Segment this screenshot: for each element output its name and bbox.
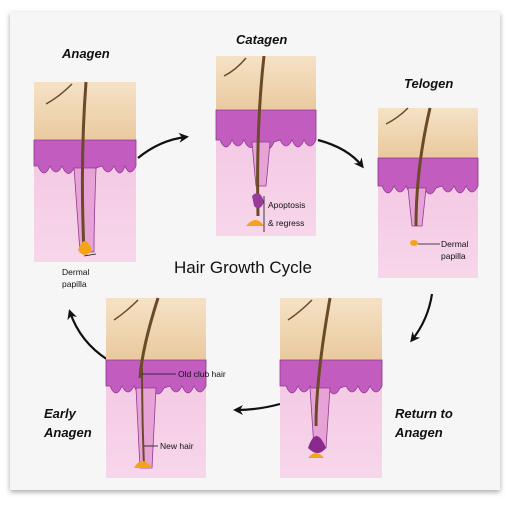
annotation-telogen-dermal-papilla-line1: Dermal bbox=[441, 239, 469, 249]
annotation-new-hair-text: New hair bbox=[160, 441, 194, 451]
cycle-arrows bbox=[67, 132, 434, 415]
annotation-anagen-dermal-papilla: Dermal papilla bbox=[62, 253, 97, 289]
stage-title-anagen: Anagen bbox=[61, 46, 110, 61]
arrow-anagen-to-catagen bbox=[137, 132, 189, 159]
stage-title-early-line2: Anagen bbox=[43, 425, 92, 440]
stage-title-catagen: Catagen bbox=[236, 32, 287, 47]
annotation-telogen-dermal-papilla: Dermal papilla bbox=[418, 239, 469, 261]
diagram-title: Hair Growth Cycle bbox=[174, 258, 312, 277]
panel-return-to-anagen bbox=[279, 297, 383, 478]
annotation-catagen-apoptosis-line2: & regress bbox=[268, 218, 304, 228]
annotation-anagen-dermal-papilla-line2: papilla bbox=[62, 279, 87, 289]
panel-anagen bbox=[33, 81, 137, 262]
arrow-return-to-early bbox=[233, 402, 281, 415]
stage-title-return-line2: Anagen bbox=[394, 425, 443, 440]
annotation-catagen-apoptosis: Apoptosis & regress bbox=[263, 196, 305, 232]
annotation-telogen-dermal-papilla-line2: papilla bbox=[441, 251, 466, 261]
stage-title-early-line1: Early bbox=[44, 406, 77, 421]
arrow-telogen-to-return bbox=[410, 293, 434, 343]
annotation-old-club-hair: Old club hair bbox=[142, 369, 226, 379]
stage-title-telogen: Telogen bbox=[404, 76, 453, 91]
annotation-old-club-hair-text: Old club hair bbox=[178, 369, 226, 379]
stage-title-return-line1: Return to bbox=[395, 406, 453, 421]
annotation-catagen-apoptosis-line1: Apoptosis bbox=[268, 200, 305, 210]
panel-telogen bbox=[377, 107, 479, 278]
panel-catagen bbox=[215, 55, 317, 236]
arrow-early-to-anagen bbox=[67, 309, 109, 361]
arrow-catagen-to-telogen bbox=[317, 138, 364, 169]
annotation-anagen-dermal-papilla-line1: Dermal bbox=[62, 267, 90, 277]
annotation-new-hair: New hair bbox=[144, 441, 194, 451]
panel-early-anagen bbox=[105, 297, 207, 478]
